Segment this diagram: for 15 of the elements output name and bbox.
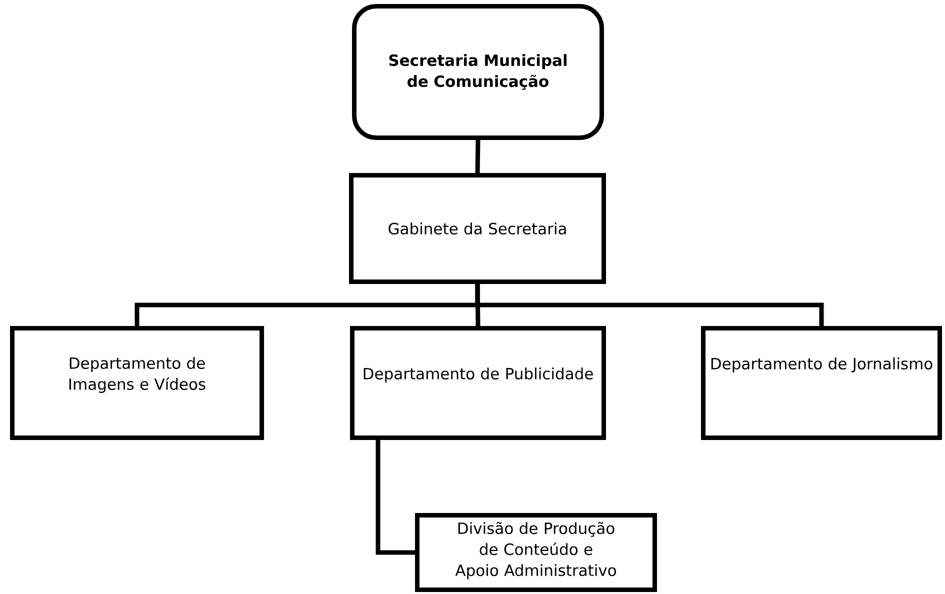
node-label: Departamento de Jornalismo xyxy=(711,357,932,372)
division-box xyxy=(415,513,657,592)
department-box xyxy=(10,326,264,440)
connector-line xyxy=(475,284,824,326)
node-label: Departamento de Imagens e Vídeos xyxy=(69,356,206,393)
node-label: Divisão de Produção de Conteúdo e Apoio Administrativo xyxy=(455,522,616,580)
department-box xyxy=(349,173,606,284)
node-label: Gabinete da Secretaria xyxy=(388,222,566,234)
connector-line xyxy=(376,438,415,555)
title-box xyxy=(352,4,604,140)
node-label: Secretaria Municipal de Comunicação xyxy=(389,54,567,90)
department-box xyxy=(701,326,942,440)
node-label: Departamento de Publicidade xyxy=(364,367,593,382)
connector-line xyxy=(475,140,480,174)
department-box xyxy=(350,326,606,440)
